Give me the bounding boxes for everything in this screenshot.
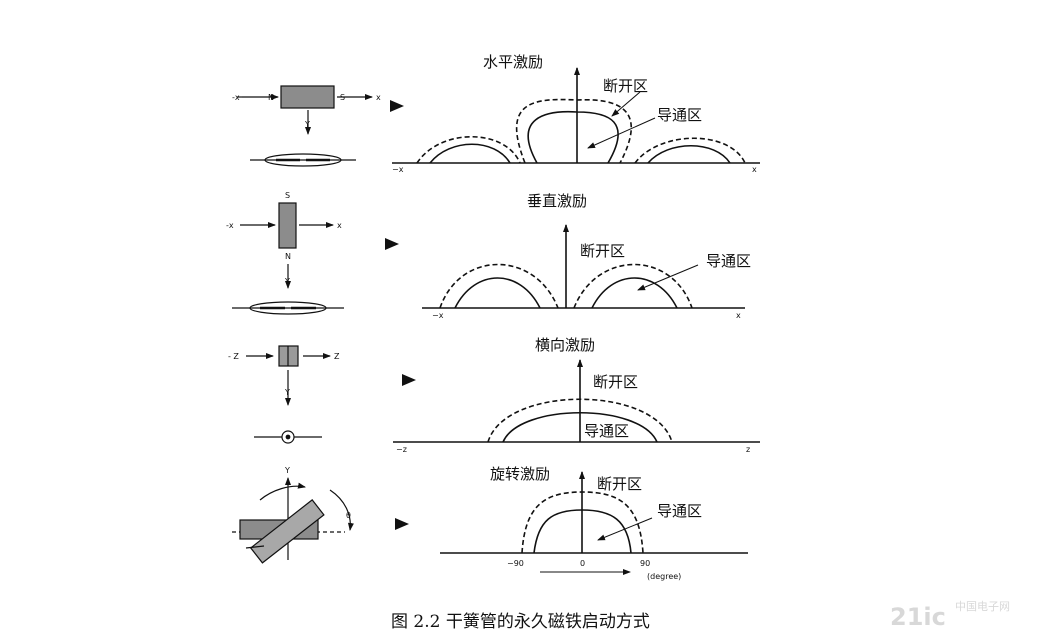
magnet-label-top: Y	[284, 466, 290, 475]
pointer-triangle	[402, 374, 416, 386]
magnet-label-right: Z	[334, 352, 340, 361]
panel-title: 水平激励	[483, 53, 543, 71]
axis-left-label: −x	[392, 165, 404, 174]
magnet-angle-label: θ	[346, 511, 351, 520]
panel-horizontal: -x N S x Y 水平激励 断开区 导通区 −x x	[232, 53, 760, 174]
magnet-pole-b: N	[285, 252, 291, 261]
response-plot-horizontal	[392, 67, 760, 164]
conduct-zone-right	[591, 277, 678, 309]
break-zone	[487, 398, 673, 443]
break-zone-label: 断开区	[580, 242, 625, 260]
conduct-zone	[502, 412, 658, 443]
panel-vertical: -x S N x Y 垂直激励 断开区 导通区 −x x	[226, 191, 751, 320]
pointer-triangle	[390, 100, 404, 112]
magnet-pole-b: S	[340, 93, 345, 102]
break-zone-center	[515, 98, 632, 164]
reed-switch-glass	[249, 301, 327, 315]
magnet-label-down: Y	[284, 277, 290, 286]
axis-right-label: 90	[640, 559, 650, 568]
magnet-label-left: -x	[226, 221, 234, 230]
magnet-label-right: x	[376, 93, 381, 102]
bar-magnet	[278, 202, 297, 249]
conduct-zone-left	[454, 277, 541, 309]
axis-right-label: z	[746, 445, 750, 454]
break-zone-right	[634, 137, 746, 164]
magnet-label-down: Y	[304, 120, 310, 129]
break-zone-label: 断开区	[593, 373, 638, 391]
magnet-diagram-horizontal	[237, 85, 373, 167]
axis-right-label: x	[752, 165, 757, 174]
conduct-zone-label: 导通区	[657, 106, 702, 124]
panel-title: 横向激励	[535, 336, 595, 354]
conduct-zone	[533, 509, 632, 554]
reed-switch-glass	[264, 153, 342, 167]
conduct-zone-label: 导通区	[706, 252, 751, 270]
conduct-zone-left	[429, 143, 511, 164]
break-zone-right	[573, 263, 693, 309]
pointer-triangle	[395, 518, 409, 530]
response-plot-rotation	[440, 471, 748, 575]
conduct-zone-label: 导通区	[584, 422, 629, 440]
axis-left-label: −x	[432, 311, 444, 320]
axis-center-label: 0	[580, 559, 585, 568]
bar-magnet	[280, 85, 335, 109]
break-zone-label: 断开区	[603, 77, 648, 95]
magnet-diagram-rotation	[232, 477, 354, 564]
magnet-diagram-lateral	[246, 345, 331, 444]
magnet-label-down: Y	[284, 388, 290, 397]
pointer-triangle	[385, 238, 399, 250]
conduct-zone-center	[527, 110, 619, 164]
conduct-leader	[637, 264, 699, 291]
break-leader	[611, 91, 641, 117]
axis-unit-label: (degree)	[647, 572, 681, 581]
break-zone-left	[416, 136, 521, 164]
conduct-leader	[597, 517, 653, 541]
magnet-label-left: -x	[232, 93, 240, 102]
break-zone	[521, 491, 644, 554]
axis-left-label: −90	[507, 559, 524, 568]
watermark-logo: 21ic	[890, 603, 946, 631]
panel-rotation: Y θ 旋转激励 断开区 导通区 −90 0 90 (degree)	[232, 465, 748, 581]
magnet-label-left: - Z	[228, 352, 239, 361]
magnet-diagram-vertical	[232, 202, 344, 315]
panel-title: 垂直激励	[527, 192, 587, 210]
magnet-pole-a: N	[268, 93, 274, 102]
panel-lateral: - Z Z Y 横向激励 断开区 导通区 −z z	[228, 336, 760, 454]
magnet-label-right: x	[337, 221, 342, 230]
rotation-arrow	[259, 482, 306, 501]
watermark-sub: 中国电子网	[955, 600, 1010, 613]
conduct-zone-label: 导通区	[657, 502, 702, 520]
axis-left-label: −z	[396, 445, 407, 454]
angle-arrow	[329, 489, 354, 531]
conduct-leader	[587, 117, 656, 149]
break-zone-left	[439, 263, 559, 309]
break-zone-label: 断开区	[597, 475, 642, 493]
magnet-pole-a: S	[285, 191, 290, 200]
figure-caption: 图 2.2 干簧管的永久磁铁启动方式	[391, 612, 650, 632]
conduct-zone-right	[647, 145, 731, 164]
response-plot-vertical	[422, 224, 745, 309]
bar-magnet-rotated	[249, 499, 325, 564]
axis-right-label: x	[736, 311, 741, 320]
response-plot-lateral	[393, 359, 760, 443]
panel-title: 旋转激励	[490, 465, 550, 483]
